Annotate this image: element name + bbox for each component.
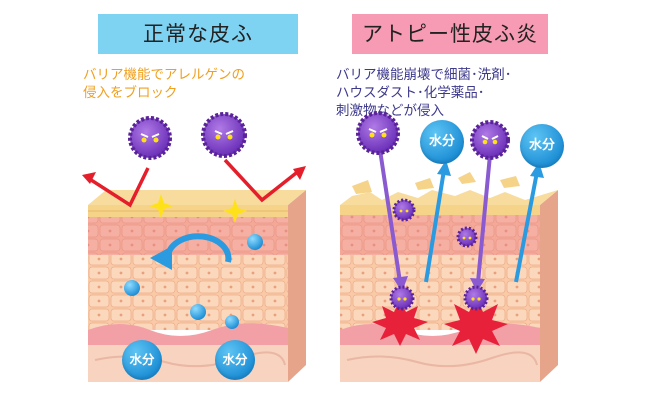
water-drop-icon [124, 280, 140, 296]
invading-arrowhead [393, 276, 408, 292]
water-badge: 水分 [215, 340, 255, 380]
allergen-germ-icon [392, 198, 416, 222]
allergen-germ-icon [470, 120, 510, 160]
invading-allergen-arrow [378, 149, 402, 283]
normal-skin-title: 正常な皮ふ [98, 14, 298, 54]
atopic-skin-block [340, 172, 558, 382]
inflammation-burst-icon [444, 298, 508, 354]
water-drop-icon [190, 304, 206, 320]
atopic-description-line-2: ハウスダスト･化学薬品･ [336, 85, 485, 101]
normal-skin-description-line-1: バリア機能でアレルゲンの [83, 67, 245, 83]
allergen-germ-icon [456, 226, 478, 248]
allergen-germ-icon [389, 285, 415, 311]
blocked-allergen-arrow [87, 167, 150, 208]
atopic-dermatitis-title: アトピー性皮ふ炎 [352, 14, 548, 54]
blocked-arrowhead [293, 166, 306, 180]
escaping-moisture-arrow [424, 169, 446, 283]
water-badge: 水分 [420, 120, 464, 164]
moisture-retention-arrowhead [150, 246, 172, 270]
atopic-description-line-3: 刺激物などが侵入 [336, 103, 444, 119]
escaping-arrowhead [437, 160, 451, 176]
water-drop-icon [225, 315, 239, 329]
escaping-moisture-arrow [514, 171, 539, 283]
allergen-germ-icon [356, 111, 400, 155]
water-badge: 水分 [520, 124, 564, 168]
blocked-allergen-arrow [223, 158, 302, 203]
allergen-germ-icon [128, 116, 172, 160]
atopic-description-line-1: バリア機能崩壊で細菌･洗剤･ [336, 67, 512, 83]
sparkle-icon [223, 199, 247, 223]
normal-skin-block [88, 190, 306, 382]
allergen-germ-icon [463, 285, 489, 311]
sparkle-icon [149, 194, 173, 218]
water-badge: 水分 [122, 340, 162, 380]
allergen-germ-icon [201, 112, 247, 158]
blocked-arrowhead [82, 172, 96, 184]
normal-skin-description: バリア機能でアレルゲンの 侵入をブロック [83, 66, 323, 102]
escaping-arrowhead [530, 162, 544, 178]
water-drop-icon [247, 234, 263, 250]
atopic-description: バリア機能崩壊で細菌･洗剤･ ハウスダスト･化学薬品･ 刺激物などが侵入 [336, 66, 596, 120]
inflammation-burst-icon [372, 300, 428, 346]
normal-skin-description-line-2: 侵入をブロック [83, 85, 178, 101]
moisture-retention-arrow [165, 233, 232, 263]
invading-arrowhead [470, 278, 485, 292]
invading-allergen-arrow [476, 154, 492, 283]
